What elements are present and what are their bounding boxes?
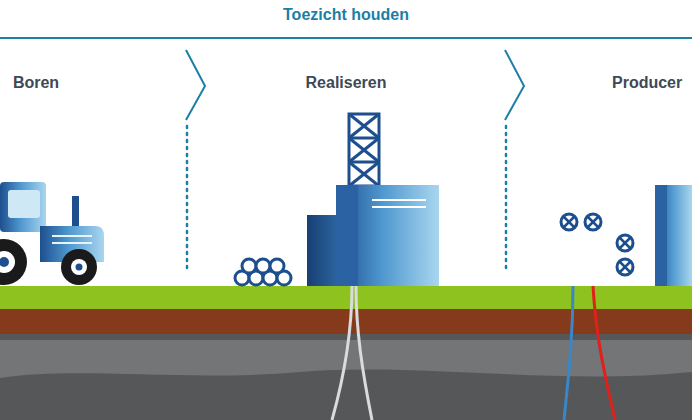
- header-line: [0, 37, 692, 39]
- pipe-stack: [235, 259, 291, 285]
- wellhead: [561, 185, 692, 286]
- production-pipes: [564, 286, 615, 420]
- tractor-icon: [0, 182, 104, 285]
- stage-chevron: [505, 50, 524, 120]
- stage-chevron: [186, 50, 205, 120]
- stage-separator: [505, 126, 508, 272]
- stage-label: Producer: [612, 73, 682, 93]
- diagram-title: Toezicht houden: [283, 5, 409, 25]
- drilling-rig: [307, 114, 439, 286]
- stage-separator: [186, 126, 189, 272]
- soil-layer: [0, 309, 692, 334]
- well-bore: [332, 286, 372, 420]
- stage-label: Boren: [13, 73, 59, 93]
- rock-layer: [0, 334, 692, 420]
- stage-label: Realiseren: [306, 73, 387, 93]
- grass-layer: [0, 286, 692, 309]
